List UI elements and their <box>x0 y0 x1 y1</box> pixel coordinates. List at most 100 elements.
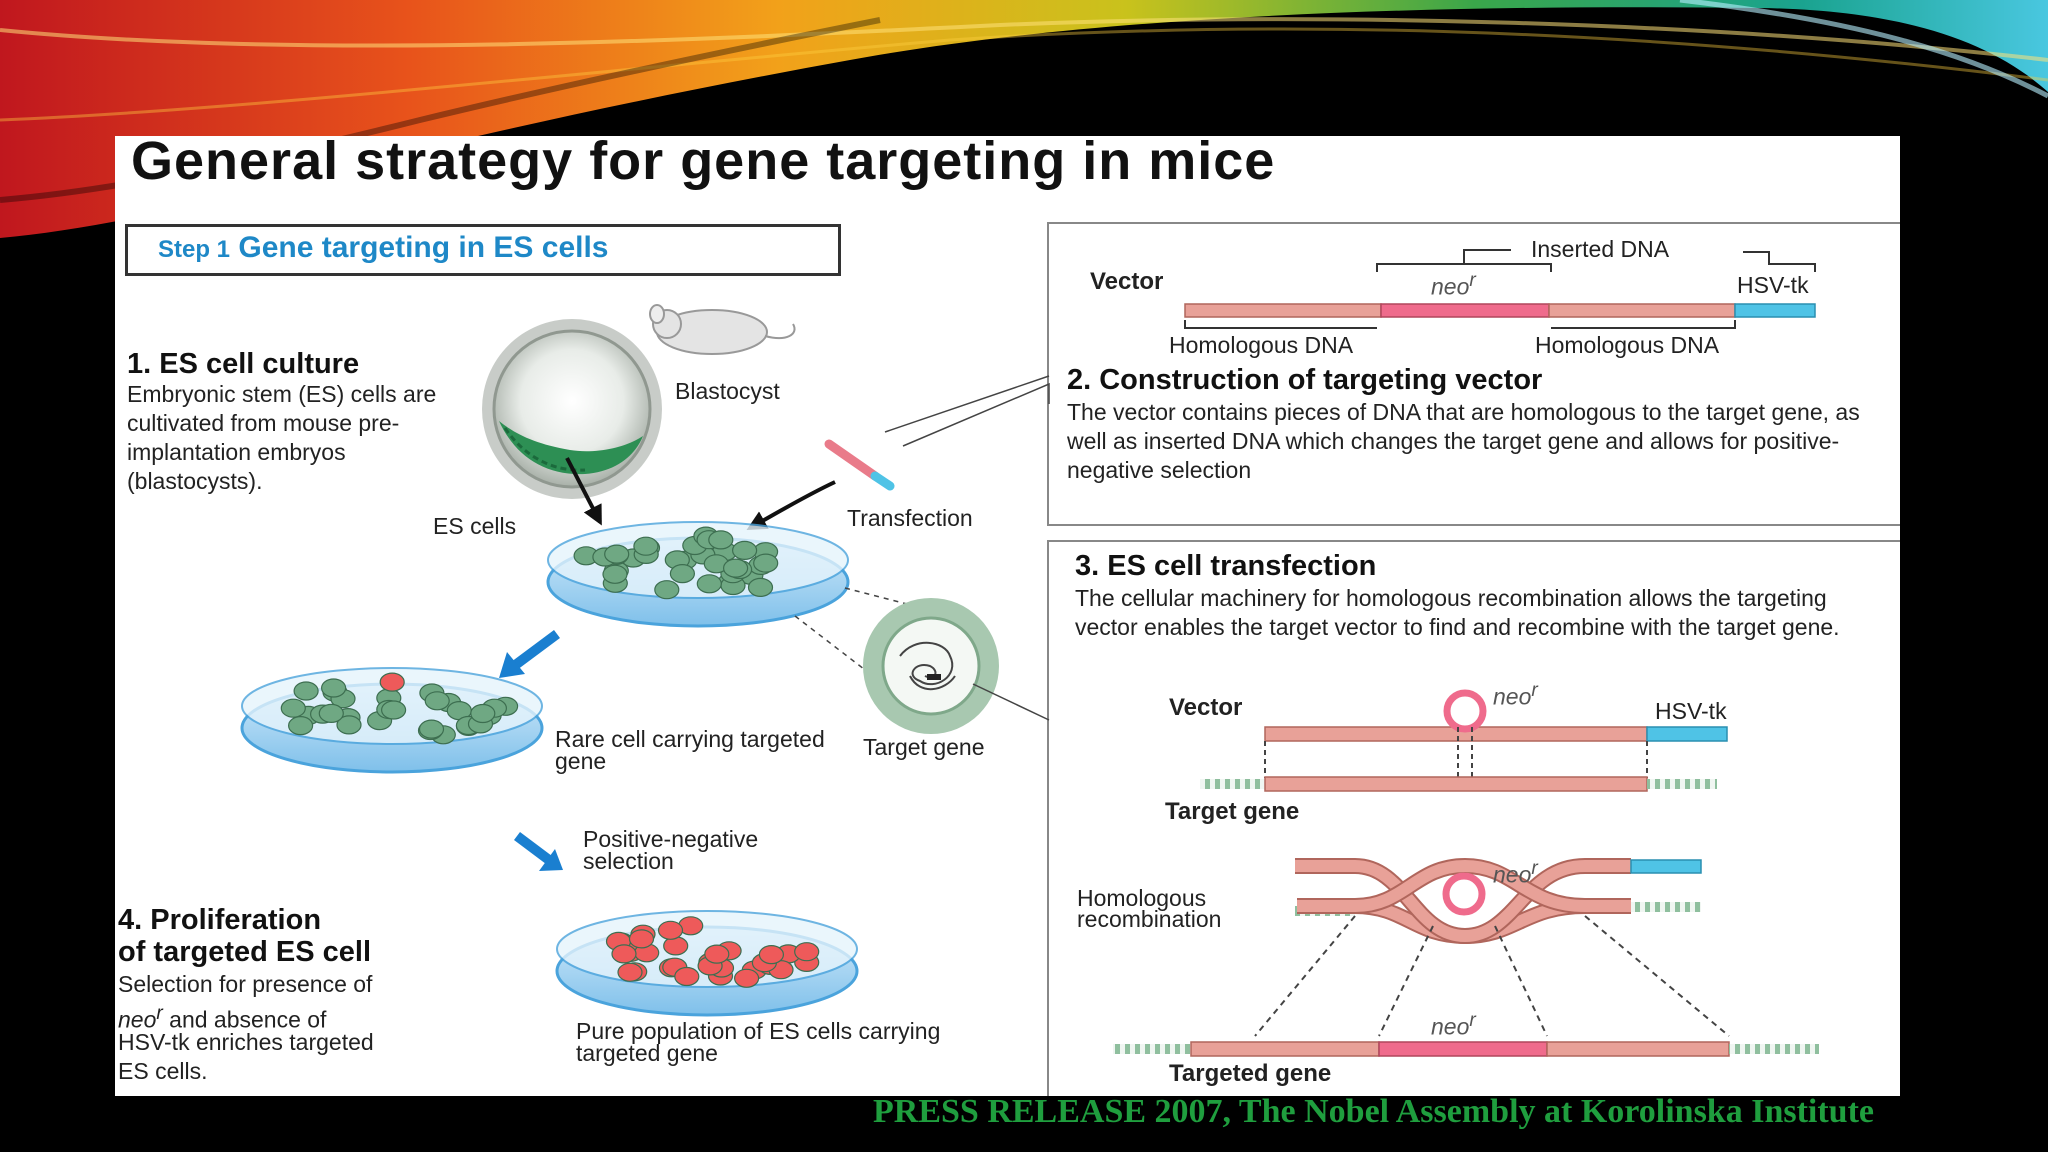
neo-text: neo <box>118 1006 157 1033</box>
cell-zoom-illustration <box>863 598 999 734</box>
pure-population-dish <box>555 910 859 1017</box>
cell <box>696 574 722 594</box>
step-1-title: Gene targeting in ES cells <box>238 231 609 264</box>
cell <box>336 715 362 735</box>
cell <box>747 577 774 597</box>
neo-text: neo <box>1431 273 1470 300</box>
step-1-heading: 1. ES cell culture <box>127 348 360 380</box>
step-3-description: The cellular machinery for homologous re… <box>1075 585 1840 640</box>
step-4-line2: neor and absence of <box>118 999 326 1035</box>
step-3-heading: 3. ES cell transfection <box>1075 550 1377 582</box>
es-cells-label: ES cells <box>433 513 517 539</box>
cell <box>321 678 347 698</box>
callout-line-step3 <box>972 683 1050 721</box>
blue-arrow-1 <box>499 629 560 678</box>
step-4-heading-line1: 4. Proliferation <box>118 904 322 936</box>
cell <box>470 703 496 724</box>
step-2-heading: 2. Construction of targeting vector <box>1067 364 1543 396</box>
cell <box>318 703 344 724</box>
step-4-line2-rest: and absence of <box>162 1006 327 1033</box>
step-1-label: Step 1 Gene targeting in ES cells <box>158 231 608 265</box>
arrow-transfection-to-dish <box>746 480 836 530</box>
step2-vector-construct <box>1184 249 1816 329</box>
selection-label: Positive-negative selection <box>583 826 759 874</box>
step-3-hsvtk-label: HSV-tk <box>1655 698 1727 724</box>
step3-targeted-gene <box>1113 1041 1819 1057</box>
step-2-neo-label: neor <box>1431 270 1476 301</box>
step-2-panel <box>1047 222 1900 526</box>
blue-arrow-2 <box>514 832 563 871</box>
homologous-recombination-label: Homologous recombination <box>1077 885 1222 932</box>
transfection-label: Transfection <box>847 505 973 531</box>
step-4-line1: Selection for presence of <box>118 971 373 997</box>
cell <box>654 580 680 600</box>
step-3-neo-label-bottom: neor <box>1431 1010 1476 1041</box>
cell <box>424 691 450 711</box>
zoom-line-bottom <box>794 615 900 697</box>
cell <box>617 962 643 982</box>
step-3-vector-label: Vector <box>1169 694 1243 721</box>
targeted-gene-label: Targeted gene <box>1169 1060 1332 1087</box>
diagram-graphics <box>240 249 1819 1057</box>
arrow-blastocyst-to-dish <box>565 457 602 526</box>
step-3-target-gene-label: Target gene <box>1165 798 1300 825</box>
step-3-panel <box>1047 540 1900 1096</box>
transfection-vector-icon <box>824 439 895 491</box>
cell <box>602 564 628 584</box>
cell <box>633 536 659 556</box>
step-2-hsvtk-label: HSV-tk <box>1737 272 1809 298</box>
cell <box>753 553 779 573</box>
neo-sup: r <box>1531 680 1538 701</box>
cell <box>418 719 445 739</box>
es-cell-dish <box>546 521 850 628</box>
step-3-neo-label-top: neor <box>1493 680 1538 711</box>
diagram-panel: General strategy for gene targeting in m… <box>115 136 1900 1096</box>
callout-line-step2b <box>884 375 1050 433</box>
cell <box>280 698 306 718</box>
neo-sup: r <box>1469 1010 1476 1031</box>
step-4-line3: HSV-tk enriches targeted <box>118 1029 374 1055</box>
cell <box>611 944 637 964</box>
homologous-dna-label-right: Homologous DNA <box>1535 332 1720 358</box>
target-gene-label: Target gene <box>863 734 985 760</box>
diagram-title: General strategy for gene targeting in m… <box>131 136 1276 191</box>
cell <box>604 544 630 564</box>
callout-line-step2 <box>902 382 1050 447</box>
cell <box>708 530 734 550</box>
cell <box>288 715 314 736</box>
step-4-line4: ES cells. <box>118 1058 208 1084</box>
cell <box>731 540 758 560</box>
neo-sup: r <box>1531 858 1538 879</box>
inserted-dna-label: Inserted DNA <box>1531 236 1670 262</box>
cell <box>628 929 655 949</box>
step3-vector-alignment <box>1200 689 1728 792</box>
cell <box>794 942 820 962</box>
mouse-icon <box>649 304 796 355</box>
neo-sup: r <box>1469 270 1476 291</box>
cell <box>657 920 684 940</box>
cell <box>733 968 760 988</box>
cell <box>758 944 785 965</box>
cell <box>722 558 749 578</box>
neo-text: neo <box>1431 1013 1470 1040</box>
pure-population-label: Pure population of ES cells carrying tar… <box>576 1018 941 1066</box>
neo-text: neo <box>1493 861 1532 888</box>
cell <box>293 681 319 701</box>
step-4-heading-line2: of targeted ES cell <box>118 936 372 968</box>
step-2-description: The vector contains pieces of DNA that a… <box>1067 399 1860 483</box>
rare-cell-label: Rare cell carrying targeted gene <box>555 726 825 774</box>
step-3-neo-label-mid: neor <box>1493 858 1538 889</box>
step-1-description: Embryonic stem (ES) cells are cultivated… <box>127 381 437 494</box>
cell <box>704 944 730 964</box>
rare-cell-dish <box>240 667 544 774</box>
neo-sup: r <box>156 1003 163 1024</box>
neo-text: neo <box>1493 683 1532 710</box>
cell <box>674 966 700 987</box>
blastocyst-label: Blastocyst <box>675 378 780 404</box>
step-2-vector-label: Vector <box>1090 268 1164 295</box>
step-1-prefix: Step 1 <box>158 236 231 263</box>
cell <box>669 564 696 584</box>
step-1-box: Step 1 Gene targeting in ES cells <box>125 224 841 276</box>
step3-homologous-recombination <box>1254 857 1730 1037</box>
cell <box>379 672 405 692</box>
